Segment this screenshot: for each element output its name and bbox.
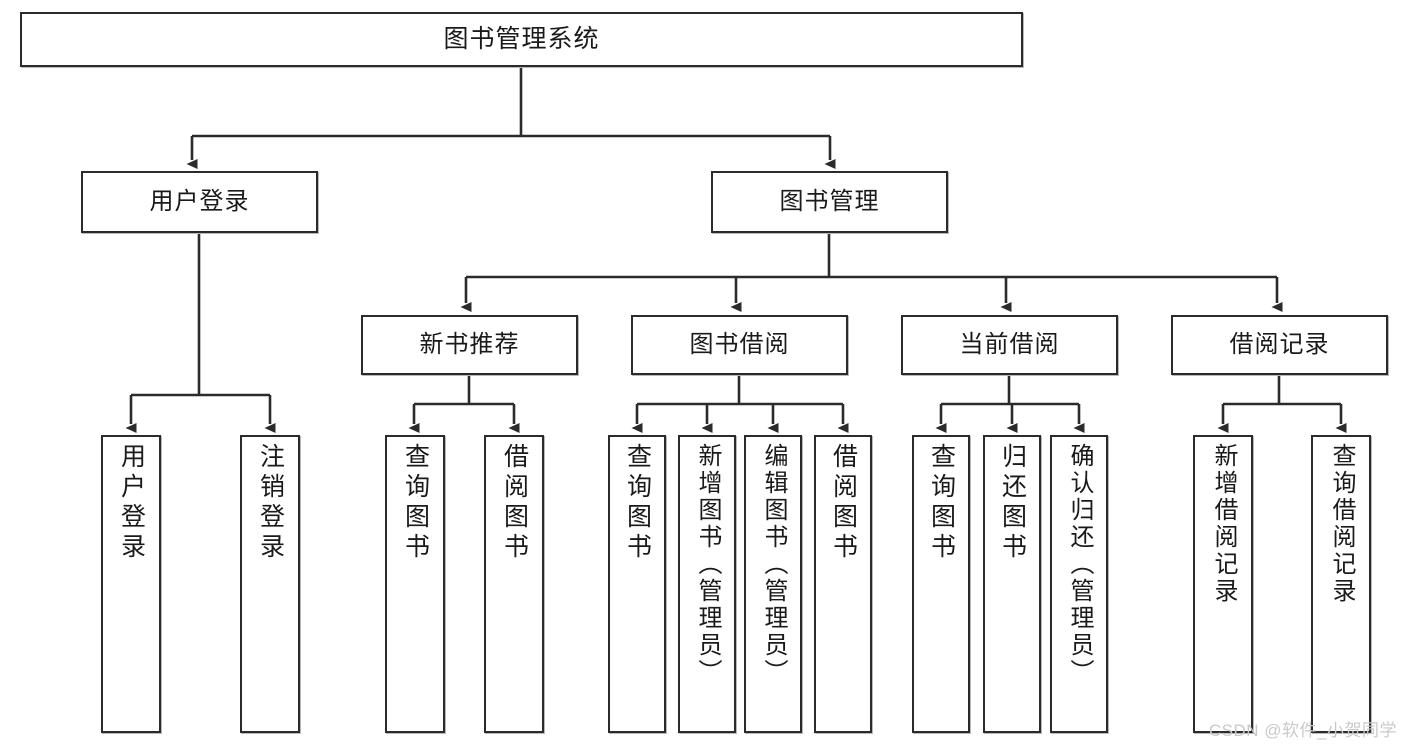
node-label: 查询图书 [623,443,652,563]
node-label: 归还图书 [998,443,1027,563]
node-root-system[interactable]: 图书管理系统 [20,12,1023,67]
leaf-return-book[interactable]: 归还图书 [983,435,1041,733]
leaf-query-record[interactable]: 查询借阅记录 [1311,435,1371,733]
node-label: 编辑图书（管理员） [760,443,787,686]
leaf-query-book-1[interactable]: 查询图书 [385,435,445,733]
node-new-book-recommend[interactable]: 新书推荐 [361,315,578,375]
node-label: 用户登录 [149,187,250,215]
leaf-query-book-2[interactable]: 查询图书 [608,435,666,733]
node-borrow-record[interactable]: 借阅记录 [1171,315,1388,375]
node-user-login[interactable]: 用户登录 [81,171,318,233]
leaf-confirm-return[interactable]: 确认归还（管理员） [1050,435,1108,733]
node-current-borrow[interactable]: 当前借阅 [901,315,1118,375]
node-label: 查询图书 [927,443,956,563]
node-label: 新增借阅记录 [1210,443,1237,605]
leaf-edit-book[interactable]: 编辑图书（管理员） [744,435,802,733]
node-label: 当前借阅 [959,330,1060,358]
node-book-manage[interactable]: 图书管理 [711,171,948,233]
leaf-logout-login[interactable]: 注销登录 [240,435,300,733]
node-label: 用户登录 [117,443,146,563]
leaf-add-book[interactable]: 新增图书（管理员） [678,435,736,733]
node-label: 借阅记录 [1229,330,1330,358]
node-book-borrow[interactable]: 图书借阅 [631,315,848,375]
node-label: 借阅图书 [829,443,858,563]
node-label: 借阅图书 [500,443,529,563]
node-label: 注销登录 [256,443,285,563]
node-label: 查询图书 [401,443,430,563]
node-label: 图书管理系统 [443,24,600,53]
leaf-query-book-3[interactable]: 查询图书 [912,435,970,733]
node-label: 查询借阅记录 [1328,443,1355,605]
leaf-add-record[interactable]: 新增借阅记录 [1193,435,1253,733]
node-label: 新增图书（管理员） [694,443,721,686]
node-label: 新书推荐 [419,330,520,358]
leaf-borrow-book-2[interactable]: 借阅图书 [814,435,872,733]
node-label: 图书借阅 [689,330,790,358]
node-label: 图书管理 [779,187,880,215]
leaf-user-login[interactable]: 用户登录 [101,435,161,733]
leaf-borrow-book-1[interactable]: 借阅图书 [484,435,544,733]
watermark-text: CSDN @软件_小贺同学 [1208,721,1397,740]
node-label: 确认归还（管理员） [1066,443,1093,686]
